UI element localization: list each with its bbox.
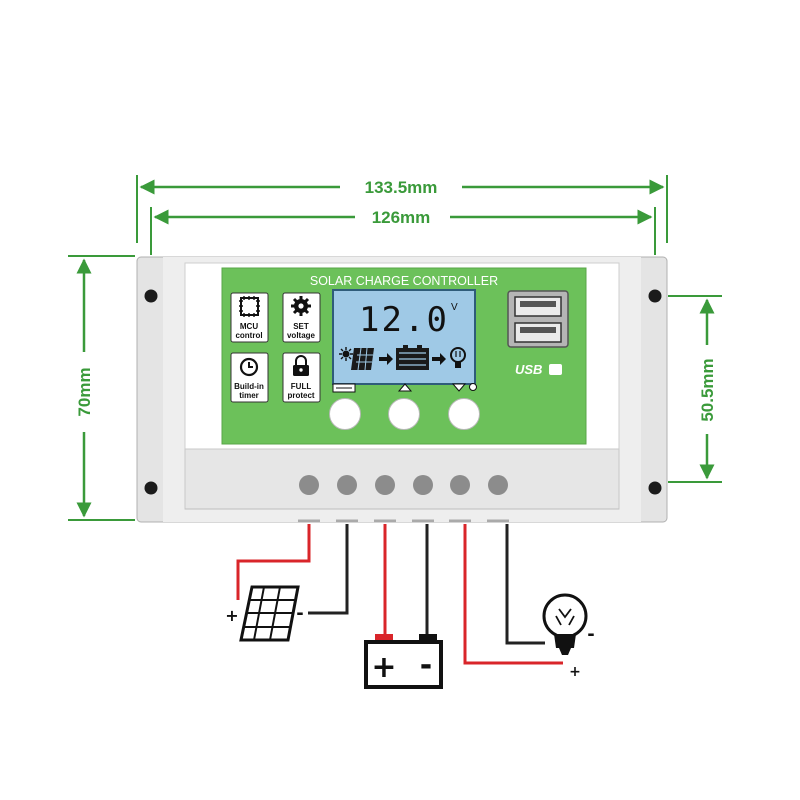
solar-negative-wire <box>308 524 349 615</box>
dimension-inner-width: 126mm <box>150 207 656 255</box>
panel-title: SOLAR CHARGE CONTROLLER <box>310 274 498 288</box>
menu-button[interactable] <box>329 398 361 430</box>
outer-width-label: 133.5mm <box>365 178 438 197</box>
load-negative-wire <box>505 524 545 645</box>
feature-set-line1: SET <box>293 322 309 331</box>
feature-set-line2: voltage <box>287 331 316 340</box>
solar-plus-sign: + <box>225 606 238 625</box>
lcd-bulb-icon <box>450 347 466 368</box>
battery-icon: + - <box>364 634 443 689</box>
terminal-screw-load-plus <box>450 475 470 495</box>
light-bulb-icon: - + <box>542 593 595 680</box>
terminal-screw-solar-minus <box>337 475 357 495</box>
height-label: 70mm <box>75 367 94 416</box>
terminal-block <box>298 475 509 523</box>
mount-hole-bottom-right <box>648 481 662 495</box>
lcd-arrow-icon-2 <box>432 353 446 365</box>
feature-timer-line1: Build-in <box>234 382 264 391</box>
lcd-screen: 12.0 V <box>332 289 476 385</box>
battery-plus-sign: + <box>371 650 396 685</box>
feature-timer-line2: timer <box>239 391 259 400</box>
menu-symbol-icon <box>332 383 356 393</box>
lcd-battery-icon <box>396 345 429 370</box>
clock-icon <box>239 357 259 377</box>
mount-hole-bottom-left <box>144 481 158 495</box>
terminal-screw-solar-plus <box>299 475 319 495</box>
hole-spacing-label: 50.5mm <box>698 358 717 421</box>
solar-positive-wire <box>236 524 311 600</box>
up-button[interactable] <box>388 398 420 430</box>
load-plus-sign: + <box>569 664 581 680</box>
solar-panel-icon: + - <box>225 585 304 642</box>
lcd-arrow-icon <box>379 353 393 365</box>
lcd-solar-panel-icon <box>351 347 374 371</box>
feature-mcu-control: MCU control <box>230 292 269 343</box>
feature-mcu-line2: control <box>235 331 262 340</box>
lcd-voltage-unit: V <box>451 302 458 313</box>
feature-full-protect: FULL protect <box>282 352 321 403</box>
mount-hole-top-left <box>144 289 158 303</box>
feature-set-voltage: SET voltage <box>282 292 321 343</box>
lcd-sun-icon <box>339 347 353 361</box>
mount-hole-top-right <box>648 289 662 303</box>
solar-minus-sign: - <box>296 603 303 624</box>
usb-ports: USB <box>507 290 569 377</box>
wiring <box>236 524 563 665</box>
dimension-outer-width: 133.5mm <box>136 175 668 243</box>
down-symbol-icon <box>451 383 477 392</box>
terminal-screw-battery-plus <box>375 475 395 495</box>
button-symbols <box>332 383 477 393</box>
dimension-height: 70mm <box>68 255 135 521</box>
feature-timer: Build-in timer <box>230 352 269 403</box>
chip-icon <box>239 296 260 317</box>
inner-width-label: 126mm <box>372 208 431 227</box>
load-minus-sign: - <box>587 624 594 645</box>
dimension-hole-spacing: 50.5mm <box>668 295 722 483</box>
battery-minus-sign: - <box>420 648 432 683</box>
feature-mcu-line1: MCU <box>240 322 258 331</box>
feature-protect-line1: FULL <box>291 382 312 391</box>
load-positive-wire <box>463 524 563 665</box>
usb-battery-icon <box>549 364 562 375</box>
lock-icon <box>293 355 309 376</box>
terminal-screw-battery-minus <box>413 475 433 495</box>
up-symbol-icon <box>397 383 413 392</box>
feature-protect-line2: protect <box>287 391 314 400</box>
lcd-voltage-reading: 12.0 <box>359 300 449 340</box>
terminal-screw-load-minus <box>488 475 508 495</box>
down-button[interactable] <box>448 398 480 430</box>
gear-icon <box>291 296 311 316</box>
usb-label: USB <box>515 362 542 377</box>
